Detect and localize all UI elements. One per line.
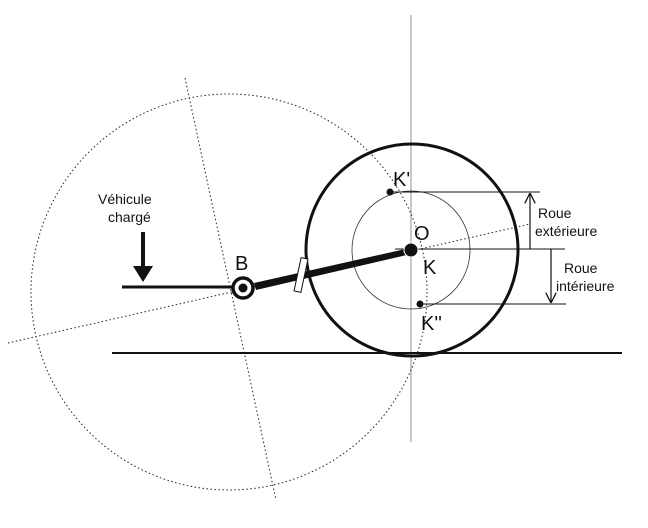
suspension-arm (254, 248, 411, 290)
hub-o (403, 242, 419, 258)
arm-bushing (293, 257, 309, 293)
wheel (304, 142, 520, 358)
dotted-axis-line (7, 223, 531, 344)
inner-wheel-label-2: intérieure (556, 278, 615, 294)
inner-circle (351, 190, 471, 310)
vehicle-label-1: Véhicule (98, 191, 152, 207)
outer-wheel-label-1: Roue (538, 205, 572, 221)
outer-wheel-label-2: extérieure (535, 223, 597, 239)
label-k-double-prime: K'' (421, 313, 442, 335)
label-k: K (423, 257, 437, 279)
pivot-b-dot (238, 283, 248, 293)
dotted-radial-line (184, 77, 277, 501)
label-k-prime: K' (393, 169, 410, 191)
vehicle-label-2: chargé (108, 209, 151, 225)
label-o: O (414, 223, 430, 245)
point-k-double-prime-dot (416, 300, 424, 308)
inner-wheel-label-1: Roue (564, 260, 598, 276)
label-b: B (235, 253, 248, 275)
swing-arc-circle (30, 93, 428, 491)
point-k-prime-dot (386, 188, 394, 196)
load-arrowhead (133, 266, 153, 282)
